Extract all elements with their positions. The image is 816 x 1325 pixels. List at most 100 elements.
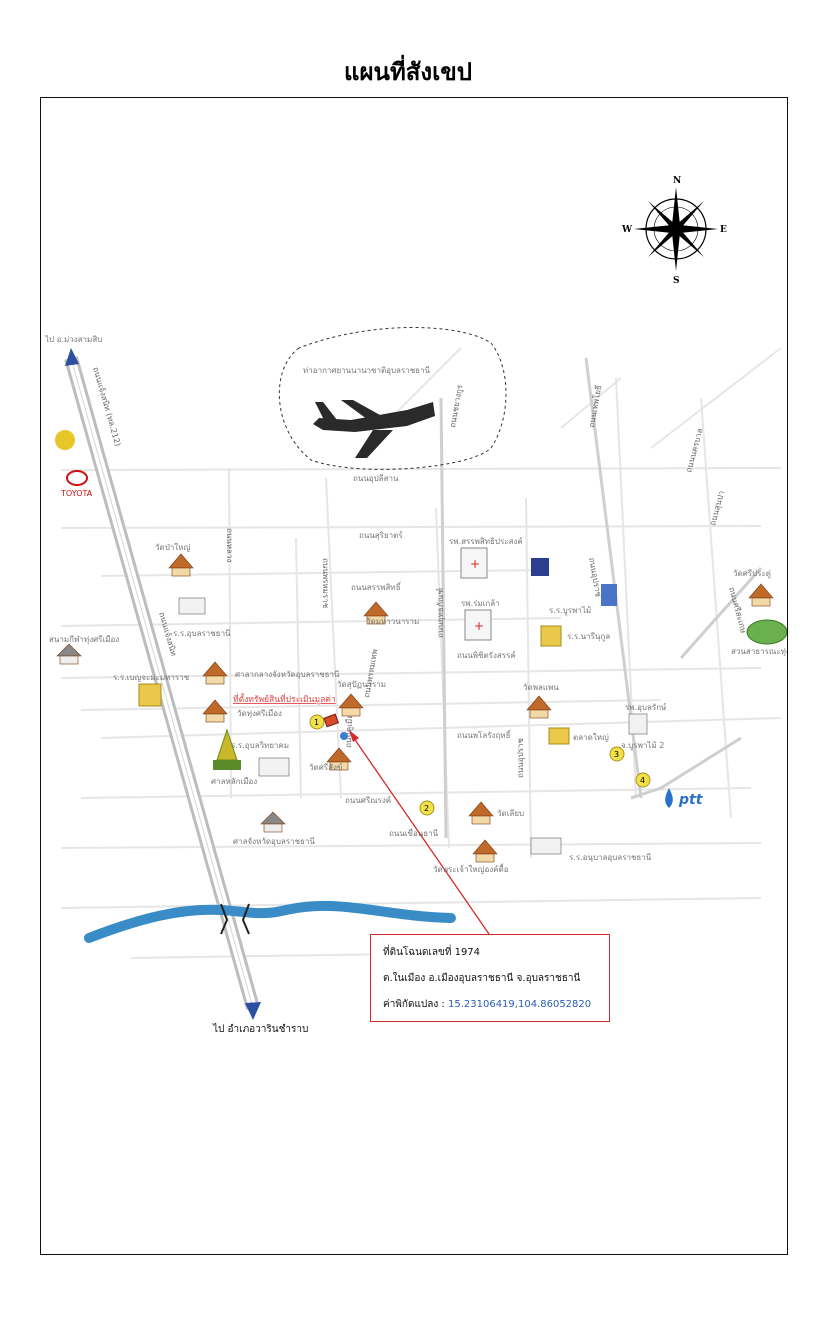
bank-icon — [601, 584, 617, 606]
road-label: ถนนนครบาล — [684, 427, 704, 473]
north-arrow-icon — [65, 348, 79, 366]
subject-label: ที่ตั้งทรัพย์สินที่ประเมินมูลค่า — [233, 693, 336, 705]
place-label: วัดเลียบ — [497, 809, 524, 818]
road-label: ถนนสุนปา — [708, 490, 726, 527]
airport-label: ท่าอากาศยานนานาชาติอุบลราชธานี — [303, 366, 431, 375]
temple-icon — [748, 583, 774, 607]
hospital-icons: + + — [460, 547, 492, 641]
map-canvas: ท่าอากาศยานนานาชาติอุบลราชธานี ไป อ.ม่วง… — [44, 176, 788, 1020]
place-label: วัดพลแพน — [523, 683, 559, 692]
south-destination: ไป อำเภอวารินชำราบ — [213, 1024, 309, 1035]
city-pillar-icon — [213, 728, 241, 770]
road-label: ถนนศรีณรงค์ — [345, 795, 391, 805]
place-label: วัดศรีประดู่ — [733, 569, 771, 579]
place-label: รพ.สรรพสิทธิประสงค์ — [449, 536, 523, 546]
temple-icon — [326, 747, 352, 771]
property-info-box: ที่ดินโฉนดเลขที่ 1974 ต.ในเมือง อ.เมืองอ… — [370, 934, 610, 1022]
toyota-label: TOYOTA — [60, 489, 93, 498]
temple-icon — [202, 699, 228, 723]
temple-icon — [202, 661, 228, 685]
school-icon — [138, 683, 162, 707]
place-label: วัดศรีสังข์ — [309, 762, 342, 772]
place-label: ศาลจังหวัดอุบลราชธานี — [233, 837, 315, 846]
temple-icon — [338, 693, 364, 717]
compass-rose-icon: N S E W — [621, 176, 727, 286]
hospital-icon: + — [460, 547, 488, 579]
south-arrow-icon — [245, 1002, 261, 1020]
marker-4: 4 — [635, 772, 651, 788]
road-label: ถนนหลวง — [225, 528, 234, 562]
place-label: ร.ร.บูรพาไม้ — [549, 606, 591, 616]
place-label: สวนสาธารณะทุ่งศรีเมือง — [731, 647, 788, 656]
place-label: ร.ร.อนุบาลอุบลราชธานี — [569, 853, 652, 862]
road-label: ถนนพโลรังฤทธิ์ — [457, 729, 512, 740]
school-icon — [548, 727, 570, 745]
krungsri-logo-icon — [55, 430, 75, 450]
north-destination: ไป อ.ม่วงสามสิบ — [44, 335, 102, 344]
building-icon — [628, 713, 648, 735]
svg-text:4: 4 — [640, 776, 645, 785]
marker-3: 3 — [609, 746, 625, 762]
road-label: ถนนคูเมือง — [344, 710, 355, 748]
place-label: ศาลหลักเมือง — [211, 777, 257, 786]
place-label: วัดทุ่งศรีเมือง — [237, 709, 282, 718]
svg-text:3: 3 — [614, 750, 619, 759]
building-icon — [178, 597, 206, 615]
bank-icon — [531, 558, 549, 576]
school-icon — [540, 625, 562, 647]
road-label: ถนนอุปราช — [587, 557, 603, 598]
svg-text:+: + — [470, 557, 480, 571]
place-label: สนามกีฬาทุ่งศรีเมือง — [49, 635, 119, 644]
ptt-label: ptt — [678, 792, 704, 808]
road-label: ถนนยุทธภัณฑ์ — [435, 588, 445, 638]
temple-icons — [56, 553, 774, 863]
pavilion-icon — [56, 643, 82, 665]
numbered-markers: 1 2 3 4 — [309, 714, 651, 816]
road-label: ถนนสรรพสิทธิ์ — [351, 581, 402, 592]
place-label: ร.ร.เบญจะมะมหาราช — [113, 673, 190, 682]
airport-boundary — [278, 327, 507, 470]
place-label: จ.บูรพาไม้ 2 — [621, 741, 664, 751]
coordinates-row: ค่าพิกัดแปลง : 15.23106419,104.86052820 — [383, 995, 597, 1021]
highway-212 — [64, 356, 260, 1010]
temple-icon — [472, 839, 498, 863]
road-label: ถนนพรหมราช — [321, 558, 330, 609]
road-label: ถนนพิชิตรังสรรค์ — [457, 650, 516, 660]
compass-w: W — [621, 225, 633, 235]
airplane-icon — [313, 400, 435, 458]
place-label: ร.ร.นารีนุกูล — [567, 632, 610, 642]
pointer-line — [350, 733, 490, 935]
subject-property-marker — [323, 713, 339, 728]
svg-text:1: 1 — [314, 718, 319, 727]
mun-river — [84, 900, 456, 943]
pavilion-icon — [260, 811, 286, 833]
coordinates-label: ค่าพิกัดแปลง : — [383, 999, 445, 1010]
svg-text:2: 2 — [424, 804, 429, 813]
road-label: ถนนศรีสะเกษ — [727, 586, 748, 634]
property-address: ต.ในเมือง อ.เมืองอุบลราชธานี จ.อุบลราชธา… — [383, 973, 581, 984]
ptt-logo-icon: ptt — [665, 788, 704, 808]
place-label: วัดสุปัฏนาราม — [337, 680, 386, 689]
building-icon — [530, 837, 562, 855]
compass-n: N — [673, 176, 681, 186]
coordinates-value: 15.23106419,104.86052820 — [447, 999, 592, 1010]
place-label: ร.ร.อุบลวิทยาคม — [231, 741, 289, 750]
bridge-icon — [220, 903, 250, 935]
place-label: รพ.ร่มเกล้า — [461, 599, 500, 608]
temple-icon — [526, 695, 552, 719]
road-label: ถนนอุปราช — [516, 738, 525, 778]
place-label: วัดมหาวนาราม — [366, 617, 419, 626]
park-icon — [746, 619, 787, 645]
hospital-icon: + — [464, 609, 492, 641]
svg-text:+: + — [474, 619, 484, 633]
compass-e: E — [720, 225, 727, 235]
marker-1: 1 — [309, 714, 325, 730]
road-label: ถนนเขื่อนธานี — [389, 827, 439, 838]
building-icon — [258, 757, 290, 777]
temple-icon — [468, 801, 494, 825]
place-label: วัดพระเจ้าใหญ่องค์ตื้อ — [433, 863, 509, 874]
map-frame: ท่าอากาศยานนานาชาติอุบลราชธานี ไป อ.ม่วง… — [40, 97, 788, 1255]
road-label: ถนนสุริยาตร์ — [359, 530, 403, 540]
place-label: รพ.อุบลรักษ์ — [625, 702, 667, 712]
toyota-logo-icon — [66, 470, 88, 486]
